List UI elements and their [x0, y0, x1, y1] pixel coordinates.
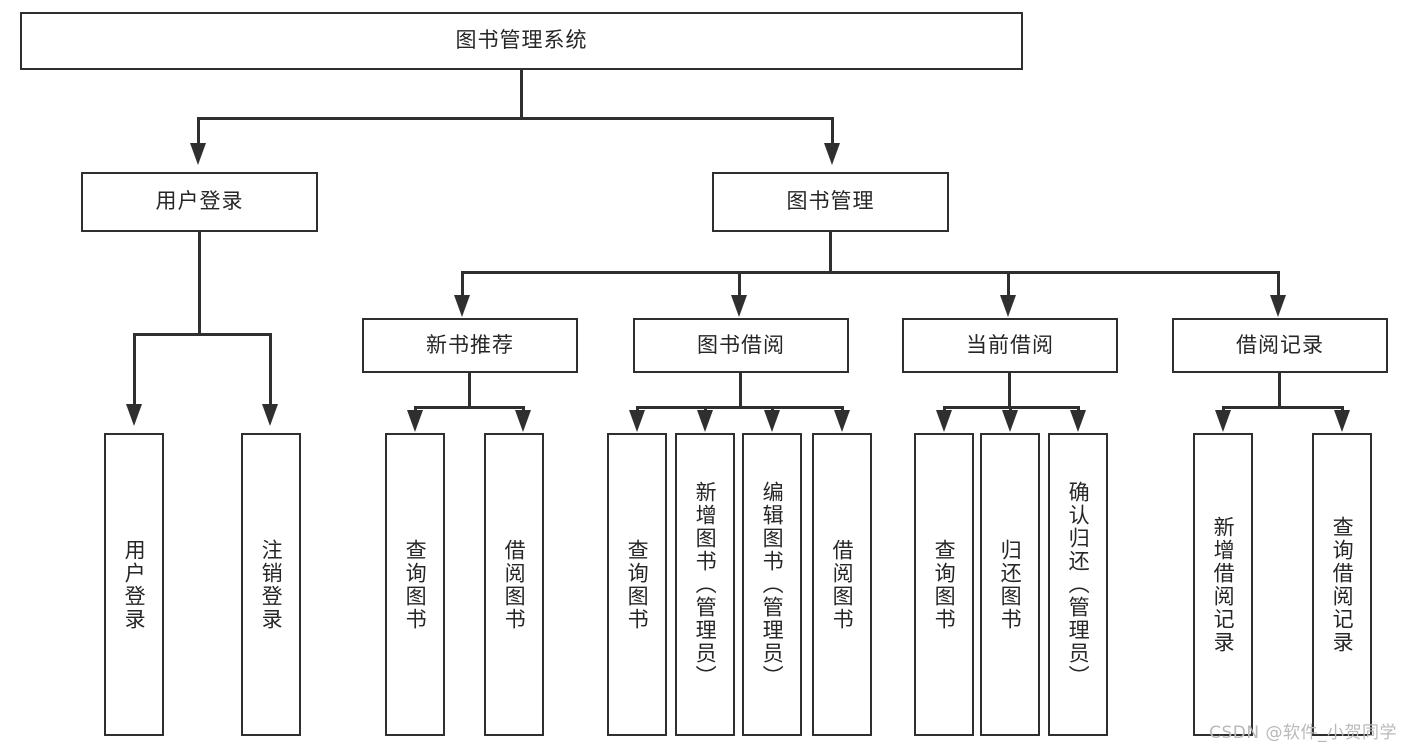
edge-root-to-book-management: [831, 117, 834, 145]
leaf-bb-query-book[interactable]: 查询图书: [607, 433, 667, 736]
edge-user-login-bus: [133, 333, 272, 336]
node-label: 新书推荐: [426, 332, 514, 357]
leaf-bb-add-book-admin[interactable]: 新增图书（管理员）: [675, 433, 735, 736]
edge-cb-drop-2: [1009, 406, 1012, 412]
node-root-book-management-system[interactable]: 图书管理系统: [20, 12, 1023, 70]
leaf-label: 注销登录: [259, 538, 284, 631]
arrow-user-login-leaf-2: [262, 404, 278, 426]
leaf-label: 借阅图书: [830, 538, 855, 631]
node-label: 图书管理: [786, 189, 875, 214]
edge-bb-bus: [636, 406, 844, 409]
leaf-label: 查询借阅记录: [1330, 515, 1355, 654]
leaf-cb-confirm-return-admin[interactable]: 确认归还（管理员）: [1048, 433, 1108, 736]
leaf-label: 查询图书: [625, 538, 650, 631]
edge-br-stem: [1278, 373, 1281, 408]
edge-book-management-bus: [461, 271, 1280, 274]
edge-bm-drop-1: [461, 271, 464, 297]
edge-root-bus: [197, 117, 834, 120]
edge-cb-stem: [1008, 373, 1011, 408]
leaf-bb-edit-book-admin[interactable]: 编辑图书（管理员）: [742, 433, 802, 736]
arrow-user-login-leaf-1: [126, 404, 142, 426]
arrow-bm-to-new-book-recommend: [454, 295, 470, 317]
arrow-cb-leaf-1: [936, 410, 952, 432]
arrow-bb-leaf-3: [764, 410, 780, 432]
arrow-bm-to-book-borrow: [731, 295, 747, 317]
leaf-br-query-record[interactable]: 查询借阅记录: [1312, 433, 1372, 736]
leaf-label: 查询图书: [932, 538, 957, 631]
arrow-root-to-book-management: [824, 143, 840, 165]
leaf-label: 编辑图书（管理员）: [760, 481, 785, 688]
edge-user-login-drop-1: [133, 333, 136, 406]
node-label: 借阅记录: [1236, 332, 1324, 357]
arrow-nbr-leaf-2: [515, 410, 531, 432]
edge-bb-drop-2: [704, 406, 707, 412]
arrow-bb-leaf-1: [629, 410, 645, 432]
node-new-book-recommend[interactable]: 新书推荐: [362, 318, 578, 373]
node-current-borrow[interactable]: 当前借阅: [902, 318, 1118, 373]
edge-nbr-bus: [414, 406, 525, 409]
leaf-bb-borrow-book[interactable]: 借阅图书: [812, 433, 872, 736]
arrow-nbr-leaf-1: [407, 410, 423, 432]
node-label: 当前借阅: [966, 332, 1054, 357]
edge-bb-drop-1: [636, 406, 639, 412]
edge-cb-drop-3: [1077, 406, 1080, 412]
arrow-cb-leaf-3: [1070, 410, 1086, 432]
node-borrow-record[interactable]: 借阅记录: [1172, 318, 1388, 373]
edge-root-stem: [520, 70, 523, 118]
edge-nbr-stem: [468, 373, 471, 408]
leaf-label: 用户登录: [122, 538, 147, 631]
leaf-user-login-logout[interactable]: 注销登录: [241, 433, 301, 736]
node-book-borrow[interactable]: 图书借阅: [633, 318, 849, 373]
node-user-login[interactable]: 用户登录: [81, 172, 318, 232]
arrow-bm-to-borrow-record: [1270, 295, 1286, 317]
edge-br-bus: [1222, 406, 1344, 409]
edge-br-drop-1: [1222, 406, 1225, 412]
edge-book-management-stem: [829, 232, 832, 273]
node-label: 用户登录: [155, 189, 244, 214]
node-label: 图书管理系统: [455, 28, 588, 53]
edge-user-login-drop-2: [269, 333, 272, 406]
leaf-label: 借阅图书: [502, 538, 527, 631]
leaf-nbr-borrow-book[interactable]: 借阅图书: [484, 433, 544, 736]
leaf-label: 归还图书: [998, 538, 1023, 631]
leaf-label: 查询图书: [403, 538, 428, 631]
edge-nbr-drop-2: [522, 406, 525, 412]
edge-bm-drop-4: [1277, 271, 1280, 297]
edge-cb-drop-1: [943, 406, 946, 412]
node-label: 图书借阅: [697, 332, 785, 357]
node-book-management[interactable]: 图书管理: [712, 172, 949, 232]
edge-bm-drop-2: [738, 271, 741, 297]
leaf-cb-query-book[interactable]: 查询图书: [914, 433, 974, 736]
arrow-bb-leaf-4: [834, 410, 850, 432]
leaf-cb-return-book[interactable]: 归还图书: [980, 433, 1040, 736]
arrow-bm-to-current-borrow: [1000, 295, 1016, 317]
edge-bb-stem: [739, 373, 742, 408]
leaf-label: 新增图书（管理员）: [693, 481, 718, 688]
arrow-br-leaf-1: [1215, 410, 1231, 432]
leaf-user-login-login[interactable]: 用户登录: [104, 433, 164, 736]
arrow-br-leaf-2: [1334, 410, 1350, 432]
arrow-cb-leaf-2: [1002, 410, 1018, 432]
arrow-bb-leaf-2: [697, 410, 713, 432]
edge-root-to-user-login: [197, 117, 200, 145]
edge-bm-drop-3: [1007, 271, 1010, 297]
leaf-br-add-record[interactable]: 新增借阅记录: [1193, 433, 1253, 736]
arrow-root-to-user-login: [190, 143, 206, 165]
edge-br-drop-2: [1341, 406, 1344, 412]
leaf-nbr-query-book[interactable]: 查询图书: [385, 433, 445, 736]
leaf-label: 新增借阅记录: [1211, 515, 1236, 654]
leaf-label: 确认归还（管理员）: [1066, 481, 1091, 688]
edge-user-login-stem: [198, 232, 201, 335]
edge-nbr-drop-1: [414, 406, 417, 412]
edge-bb-drop-3: [771, 406, 774, 412]
edge-bb-drop-4: [841, 406, 844, 412]
